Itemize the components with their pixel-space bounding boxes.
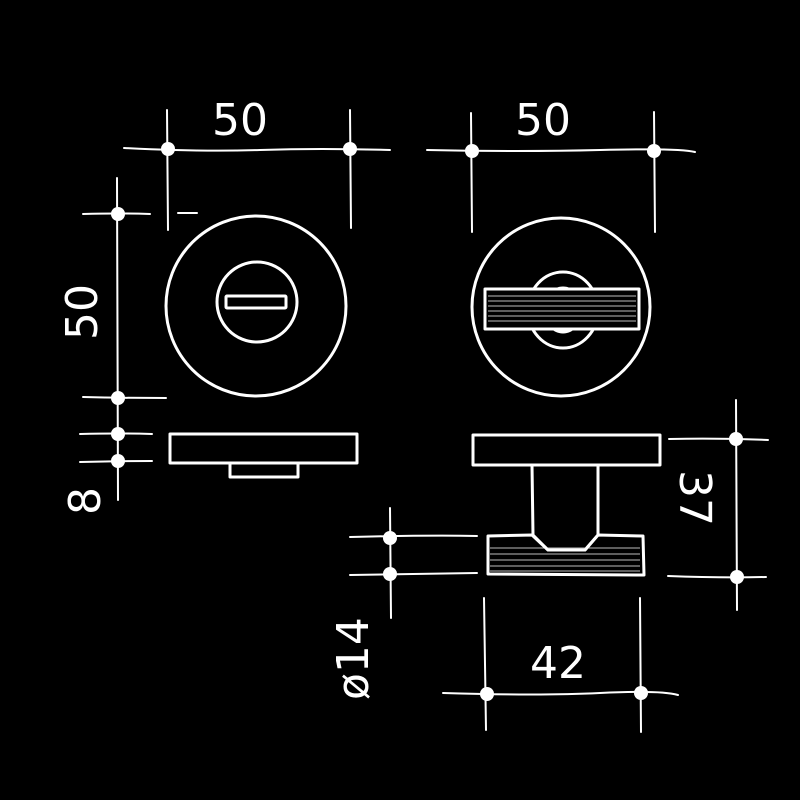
dimension-label-right-width: 50 bbox=[515, 95, 571, 146]
dimension-label-left-width: 50 bbox=[212, 95, 268, 146]
dimension-label-turn-depth: 37 bbox=[669, 470, 720, 526]
dimension-label-turn-length: 42 bbox=[530, 638, 586, 689]
privacy-lock-escutcheon-front bbox=[164, 214, 348, 398]
dimension-label-turn-diameter: ø14 bbox=[328, 617, 379, 700]
dimension-left-width: 50 bbox=[123, 95, 391, 231]
dimension-turn-diameter: ø14 bbox=[328, 507, 478, 700]
dimension-label-left-height: 50 bbox=[57, 284, 108, 340]
thumb-turn-side bbox=[471, 433, 662, 577]
dimension-turn-depth: 37 bbox=[667, 399, 769, 611]
turn-knob-hatching bbox=[488, 295, 636, 322]
thumb-turn-front bbox=[470, 216, 652, 398]
dimension-right-width: 50 bbox=[426, 95, 696, 233]
dimension-left-height: 50 bbox=[57, 177, 167, 501]
dimension-label-rosette-thickness: 8 bbox=[60, 487, 111, 515]
dimension-rosette-thickness: 8 bbox=[60, 427, 153, 515]
privacy-lock-escutcheon-side bbox=[168, 432, 359, 479]
dimension-turn-length: 42 bbox=[442, 597, 679, 733]
turn-knob-side-hatching bbox=[490, 547, 640, 572]
